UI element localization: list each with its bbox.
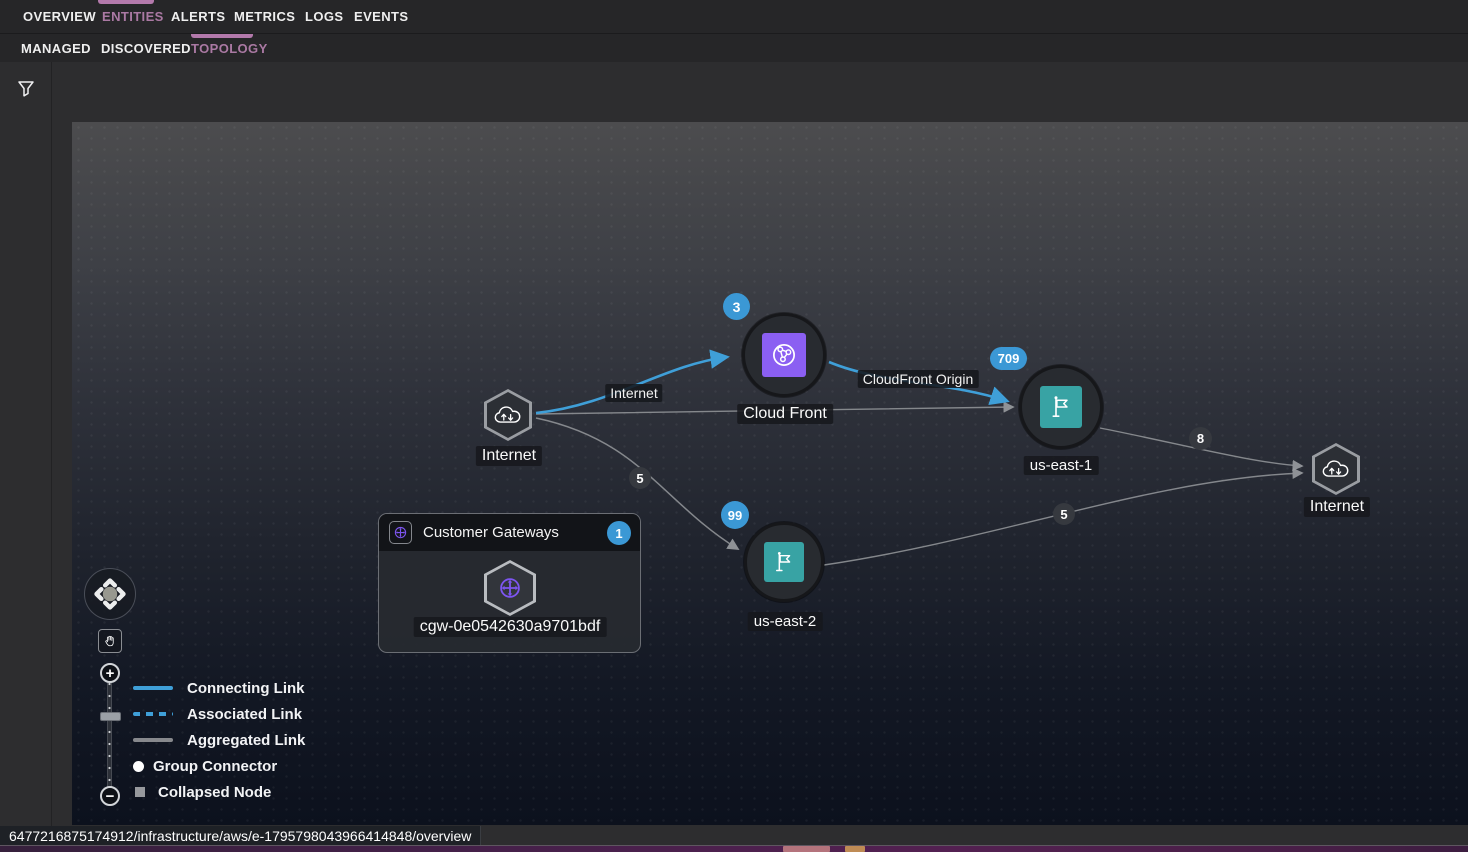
hand-icon — [104, 635, 114, 646]
customer-gateway-icon — [389, 521, 412, 544]
zoom-slider-track[interactable] — [107, 673, 112, 791]
edge-count-badge: 8 — [1189, 427, 1212, 450]
connecting-link-swatch — [133, 686, 173, 690]
edge-label-internet: Internet — [605, 384, 663, 402]
legend-label: Aggregated Link — [187, 731, 306, 749]
tab-topology[interactable]: TOPOLOGY — [191, 40, 268, 56]
group-header: Customer Gateways 1 — [379, 514, 640, 551]
node-label: cgw-0e0542630a9701bdf — [413, 617, 607, 637]
tab-overview[interactable]: OVERVIEW — [23, 9, 97, 24]
filter-icon — [18, 81, 34, 97]
zoom-out-button[interactable]: − — [100, 786, 120, 806]
node-cloud-front[interactable] — [742, 313, 826, 397]
node-label: us-east-2 — [747, 612, 823, 631]
node-label: Internet — [475, 446, 543, 466]
internet-cloud-icon — [1322, 460, 1349, 477]
legend-item-associated-link: Associated Link — [133, 705, 303, 723]
edge-useast1-to-internet[interactable] — [1099, 427, 1304, 472]
group-title: Customer Gateways — [423, 524, 559, 541]
taskbar-edge-segment — [845, 846, 865, 852]
tab-managed[interactable]: MANAGED — [21, 40, 91, 56]
pan-arrows-icon — [94, 578, 126, 610]
tab-metrics[interactable]: METRICS — [234, 9, 296, 24]
legend-item-collapsed-node: Collapsed Node — [133, 783, 272, 801]
node-count-badge: 99 — [721, 501, 749, 529]
legend-label: Collapsed Node — [158, 783, 272, 801]
zoom-in-button[interactable]: + — [100, 663, 120, 683]
node-count-badge: 709 — [990, 347, 1027, 370]
legend-item-aggregated-link: Aggregated Link — [133, 731, 306, 749]
cloudfront-icon — [762, 333, 806, 377]
primary-nav: OVERVIEW ENTITIES ALERTS METRICS LOGS EV… — [0, 0, 1468, 33]
secondary-nav: MANAGED DISCOVERED TOPOLOGY — [0, 33, 1468, 62]
legend-item-connecting-link: Connecting Link — [133, 679, 305, 697]
tab-alerts[interactable]: ALERTS — [171, 9, 226, 24]
region-flag-icon — [764, 542, 804, 582]
tab-logs[interactable]: LOGS — [305, 9, 344, 24]
internet-cloud-icon — [494, 406, 521, 423]
status-url-bar: 6477216875174912/infrastructure/aws/e-17… — [0, 826, 482, 847]
tools-sidebar — [0, 62, 52, 845]
node-us-east-1[interactable] — [1019, 365, 1103, 449]
active-subtab-indicator — [191, 34, 253, 38]
region-flag-icon — [1040, 386, 1082, 428]
node-label: Cloud Front — [737, 404, 833, 424]
node-label: us-east-1 — [1023, 456, 1099, 475]
associated-link-swatch — [133, 712, 173, 716]
legend-label: Connecting Link — [187, 679, 305, 697]
group-customer-gateways[interactable]: Customer Gateways 1 cgw-0e0542630a9701bd… — [378, 513, 641, 653]
pan-control[interactable] — [84, 568, 136, 620]
tab-discovered[interactable]: DISCOVERED — [101, 40, 191, 56]
collapsed-node-swatch — [135, 787, 145, 797]
legend-label: Group Connector — [153, 757, 278, 775]
taskbar-edge-segment — [783, 846, 830, 852]
edge-label-cloudfront-origin: CloudFront Origin — [857, 370, 979, 388]
pan-hand-button[interactable] — [98, 629, 122, 653]
filter-button[interactable] — [16, 78, 36, 98]
node-label: Internet — [1303, 497, 1371, 517]
tab-entities[interactable]: ENTITIES — [102, 9, 164, 24]
taskbar-edge — [0, 845, 1468, 852]
group-connector-swatch — [133, 760, 144, 772]
node-count-badge: 3 — [723, 293, 750, 320]
node-us-east-2[interactable] — [744, 522, 824, 602]
active-tab-indicator — [98, 0, 154, 4]
edge-count-badge: 5 — [1053, 503, 1075, 525]
legend-label: Associated Link — [187, 705, 303, 723]
tab-events[interactable]: EVENTS — [354, 9, 409, 24]
aggregated-link-swatch — [133, 738, 173, 742]
node-customer-gateway[interactable] — [484, 560, 536, 616]
customer-gateway-icon — [500, 578, 520, 598]
edge-count-badge: 5 — [629, 467, 651, 489]
topology-canvas[interactable]: Internet CloudFront Origin 5 8 5 Custome… — [72, 122, 1468, 825]
zoom-slider-handle[interactable] — [100, 712, 121, 721]
group-count-badge: 1 — [607, 521, 631, 545]
legend-item-group-connector: Group Connector — [133, 757, 278, 775]
